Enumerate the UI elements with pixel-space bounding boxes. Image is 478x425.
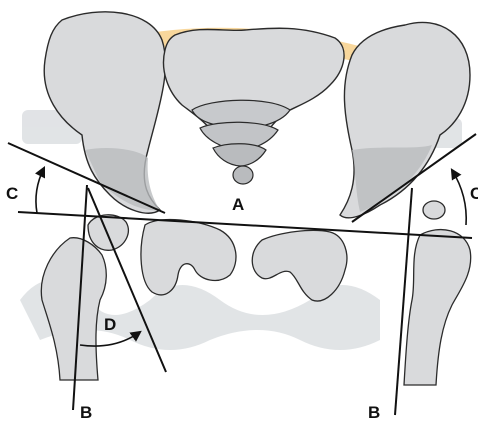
right-pubic-ischial: [252, 230, 347, 301]
left-femur: [41, 238, 106, 380]
left-pubic-ischial: [141, 220, 236, 295]
coccyx: [233, 166, 253, 184]
label-d: D: [104, 315, 116, 334]
angle-arc-c-left: [36, 168, 44, 213]
right-femur: [404, 230, 471, 385]
label-c-right: C: [470, 184, 478, 203]
right-femoral-head: [423, 201, 445, 219]
label-a: A: [232, 195, 244, 214]
left-femoral-head: [88, 215, 128, 250]
right-ilium-shadow: [352, 145, 432, 212]
sacral-segment: [213, 144, 266, 166]
label-b-right: B: [368, 403, 380, 422]
hilgenreiner-line: [18, 212, 472, 238]
angle-arc-c-right: [452, 170, 466, 225]
label-b-left: B: [80, 403, 92, 422]
label-c-left: C: [6, 184, 18, 203]
